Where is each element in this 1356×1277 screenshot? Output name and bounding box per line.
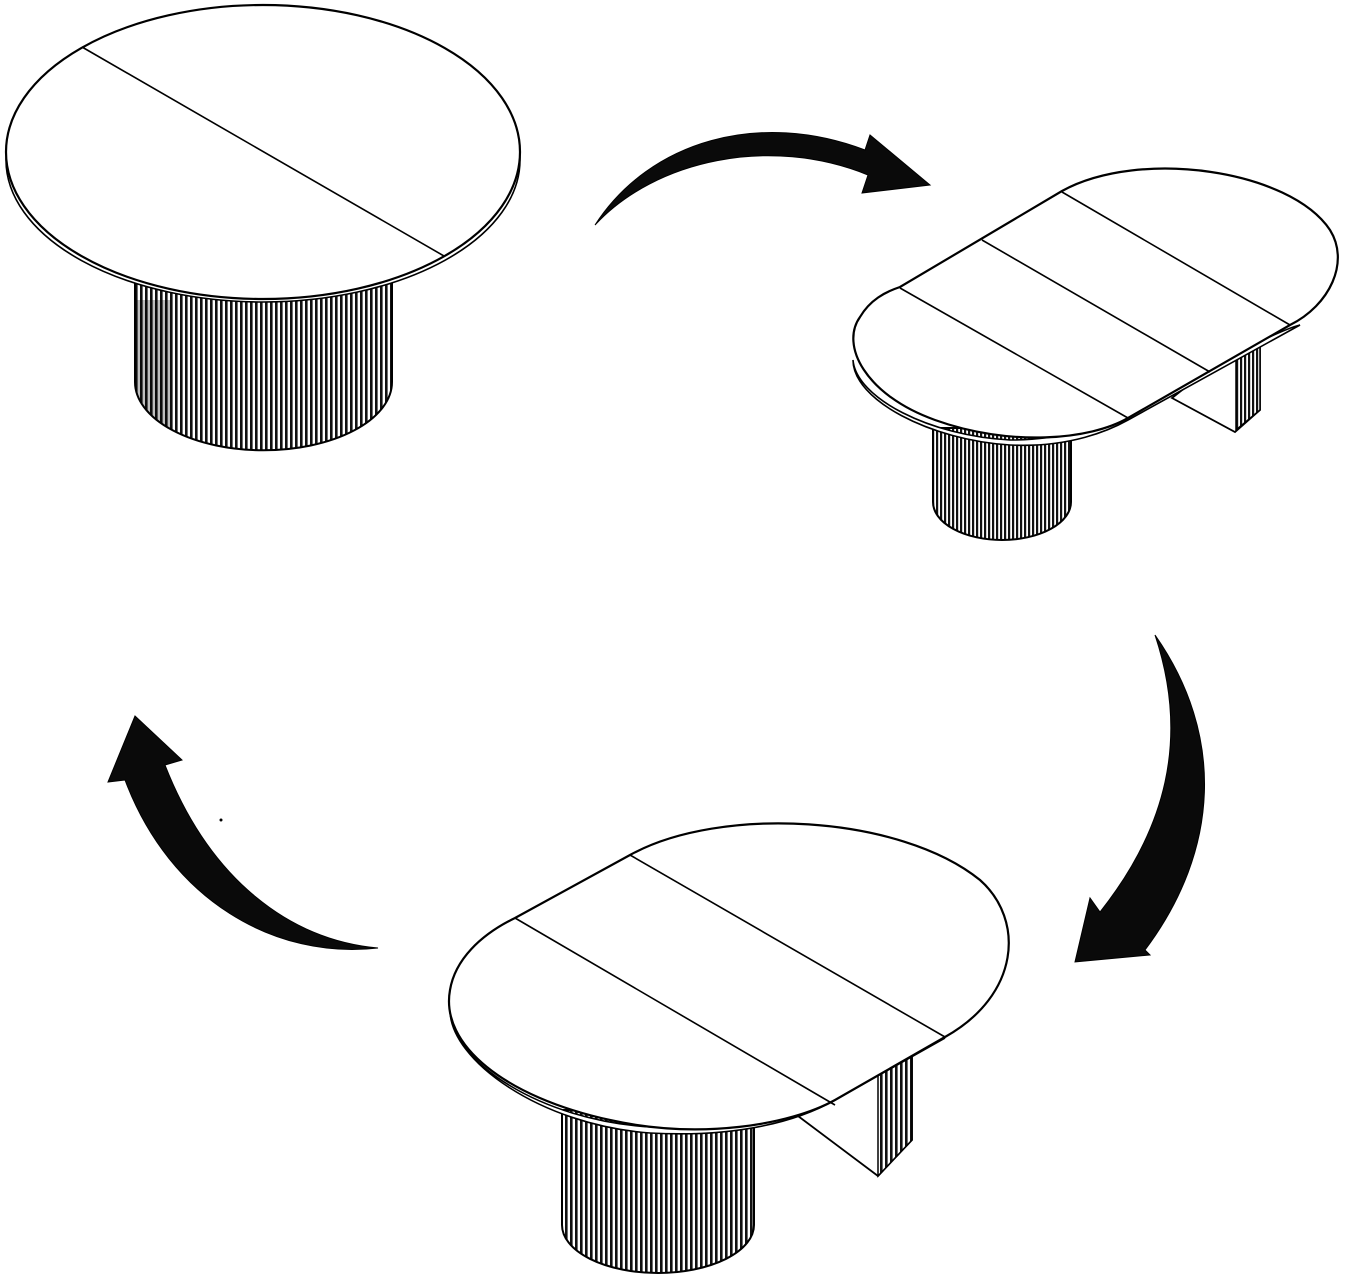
round-table-pedestal-shade — [135, 300, 170, 428]
one-leaf-seam-1 — [514, 917, 836, 1106]
extended-table-seam-1 — [899, 287, 1129, 419]
round-table-pedestal — [134, 269, 393, 452]
curved-arrow-down-icon — [1074, 634, 1205, 963]
extended-table-seam-3 — [1061, 191, 1291, 326]
stray-ink-dot — [219, 818, 223, 822]
one-leaf-top — [447, 822, 1010, 1131]
extended-table-top — [852, 167, 1339, 439]
curved-arrow-up-icon — [107, 715, 379, 950]
extended-table-one-leaf — [447, 822, 1010, 1274]
round-table-seam — [81, 46, 445, 257]
curved-arrow-right-icon — [594, 132, 932, 226]
one-leaf-seam-2 — [629, 854, 946, 1038]
round-table — [4, 3, 522, 452]
extended-table-seam-2 — [981, 239, 1211, 373]
one-leaf-pedestal — [561, 1109, 755, 1274]
extended-table-pedestal — [932, 427, 1072, 541]
extended-table-two-leaves — [852, 167, 1339, 541]
